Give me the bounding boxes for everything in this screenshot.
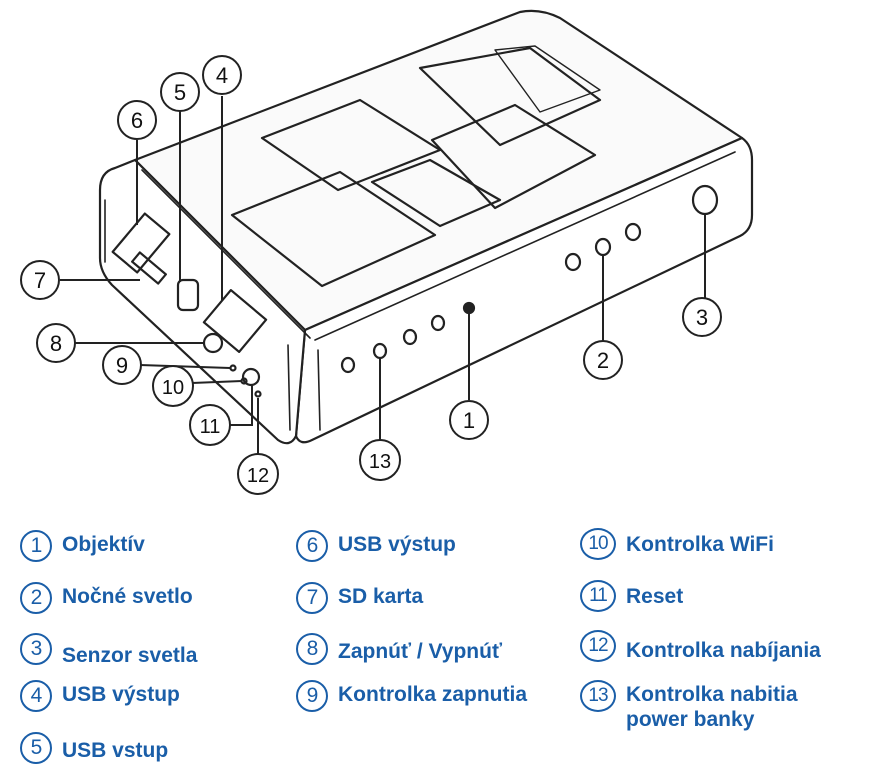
legend-item-8: 8 Zapnúť / Vypnúť [296,633,502,665]
legend-number: 1 [20,530,52,562]
legend-item-6: 6 USB výstup [296,530,456,562]
solar-panel-3 [370,158,502,228]
legend-number: 3 [20,633,52,665]
callout-6: 6 [117,100,157,140]
usb-output-port-4 [202,289,268,353]
svg-text:1: 1 [463,408,475,433]
legend-label: USB vstup [62,739,169,762]
svg-text:13: 13 [369,451,391,473]
legend-number: 8 [296,633,328,665]
legend-item-1: 1 Objektív [20,530,145,562]
legend-label: Kontrolka WiFi [626,533,774,556]
night-light-2 [594,237,612,257]
svg-text:7: 7 [34,268,46,293]
solar-panel-5 [430,103,597,210]
leader-lines [60,96,706,455]
legend-label: Kontrolka zapnutia [338,683,528,706]
device-front-face [294,136,754,444]
callout-12: 12 [237,453,279,495]
legend-item-3: 3 Senzor svetla [20,633,197,668]
legend-label: Kontrolka nabitia [626,683,798,706]
legend-item-12: 12 Kontrolka nabíjania [580,630,821,663]
callout-1: 1 [449,400,489,440]
solar-panel-6 [494,45,601,113]
svg-text:9: 9 [116,353,128,378]
legend-label: Senzor svetla [62,644,198,667]
solar-panel-2 [230,170,437,288]
legend-number: 7 [296,582,328,614]
device-top-face [133,9,744,332]
usb-output-port-6 [111,212,171,274]
battery-led-4 [430,314,446,332]
svg-text:12: 12 [247,465,269,487]
legend-number: 10 [580,528,616,560]
legend-item-7: 7 SD karta [296,582,423,614]
device-diagram: 1 2 3 4 5 6 7 8 9 10 11 12 [20,9,754,495]
legend-item-2: 2 Nočné svetlo [20,582,193,614]
legend-number: 12 [580,630,616,662]
svg-text:11: 11 [200,416,221,438]
usb-input-port [176,278,200,312]
legend-label-line2: power banky [626,708,755,731]
legend: 1 Objektív 2 Nočné svetlo 3 Senzor svetl… [0,520,880,778]
legend-label: Objektív [62,533,145,556]
legend-number: 2 [20,582,52,614]
night-light-1 [564,252,582,272]
legend-item-10: 10 Kontrolka WiFi [580,528,774,560]
callout-13: 13 [359,439,401,481]
legend-label: USB výstup [338,533,456,556]
night-light-3 [624,222,642,242]
legend-label: Kontrolka nabíjania [626,639,821,662]
device-side-face [98,158,307,445]
legend-label: Zapnúť / Vypnúť [338,640,503,663]
legend-label: Reset [626,585,684,608]
callout-9: 9 [102,345,142,385]
legend-number: 13 [580,680,616,712]
callout-11: 11 [189,404,231,446]
svg-text:6: 6 [131,108,143,133]
callout-3: 3 [682,297,722,337]
svg-text:8: 8 [50,331,62,356]
sd-card-slot [131,251,167,285]
callout-2: 2 [583,340,623,380]
svg-text:4: 4 [216,63,228,88]
legend-number: 9 [296,680,328,712]
legend-item-5: 5 USB vstup [20,732,168,764]
legend-item-9: 9 Kontrolka zapnutia [296,680,527,712]
charging-led [254,390,262,398]
legend-item-11: 11 Reset [580,580,683,612]
callout-4: 4 [202,55,242,95]
battery-led-3 [402,328,418,346]
svg-text:10: 10 [162,377,184,399]
legend-number: 4 [20,680,52,712]
svg-text:2: 2 [597,348,609,373]
callout-7: 7 [20,260,60,300]
legend-item-4: 4 USB výstup [20,680,180,712]
callout-5: 5 [160,72,200,112]
legend-label: SD karta [338,585,424,608]
svg-text:5: 5 [174,80,186,105]
legend-label: Nočné svetlo [62,585,193,608]
solar-panel-4 [418,46,602,147]
power-led [229,364,237,372]
legend-item-13: 13 Kontrolka nabitia power banky [580,680,798,732]
svg-text:3: 3 [696,305,708,330]
camera-lens [462,301,476,315]
legend-number: 6 [296,530,328,562]
legend-label: USB výstup [62,683,180,706]
callout-8: 8 [36,323,76,363]
callout-10: 10 [152,365,194,407]
legend-number: 5 [20,732,52,764]
battery-led-1 [340,356,356,374]
legend-number: 11 [580,580,616,612]
